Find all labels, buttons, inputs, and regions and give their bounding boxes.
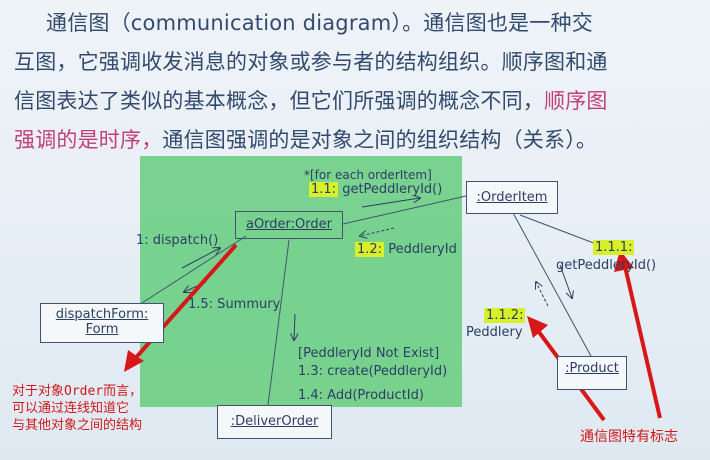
highlight-panel — [140, 156, 462, 407]
object-product: :Product — [557, 356, 627, 390]
arrow-1-2 — [360, 227, 395, 236]
intro-paragraph: 通信图（communication diagram）。通信图也是一种交 互图，它… — [14, 4, 704, 160]
link-order-orderitem — [342, 195, 467, 225]
paragraph-line-3-normal: 信图表达了类似的基本概念，但它们所强调的概念不同， — [14, 89, 544, 113]
object-orderitem-label: :OrderItem — [476, 190, 548, 205]
message-1-1-number: 1.1: — [309, 182, 339, 197]
paragraph-line-2: 互图，它强调收发消息的对象或参与者的结构组织。顺序图和通 — [14, 50, 608, 74]
object-deliverorder-label: :DeliverOrder — [230, 414, 319, 429]
message-1-1-2-number: 1.1.2: — [484, 308, 526, 323]
link-order-dispatchform — [127, 235, 247, 313]
arrow-1-1-1 — [559, 264, 572, 298]
paragraph-line-4-emphasis: 强调的是时序， — [14, 128, 163, 152]
arrow-1 — [181, 248, 220, 269]
message-1-2: 1.2: PeddleryId — [355, 242, 457, 257]
annotation-left: 对于对象Order而言， 可以通过连线知道它 与其他对象之间的结构 — [12, 383, 142, 434]
message-1-1: 1.1: getPeddleryId() — [309, 182, 442, 197]
annotation-right: 通信图特有标志 — [580, 429, 678, 445]
paragraph-line-4-normal: 通信图强调的是对象之间的组织结构（关系）。 — [162, 128, 598, 152]
link-orderitem-product — [511, 210, 593, 359]
message-1-1-1-number-text: 1.1.1: — [593, 240, 635, 255]
arrow-1-3 — [294, 313, 295, 340]
object-order: aOrder:Order — [235, 211, 343, 239]
object-dispatchform: dispatchForm: Form — [40, 303, 164, 343]
object-deliverorder: :DeliverOrder — [217, 405, 332, 439]
arrow-1-1 — [361, 198, 420, 208]
annotation-left-line1: 对于对象Order而言， — [12, 384, 143, 399]
message-1-1-2-number-text: 1.1.2: — [484, 308, 526, 323]
message-1-1-1-text: getPeddleryId() — [556, 258, 657, 273]
red-arrowhead-right — [614, 250, 634, 272]
object-orderitem: :OrderItem — [466, 181, 558, 214]
paragraph-line-3-emphasis: 顺序图 — [544, 89, 608, 113]
paragraph-line-1: 通信图（communication diagram）。通信图也是一种交 — [46, 11, 593, 35]
message-1-1-guard: *[for each orderItem] — [304, 168, 432, 182]
link-order-deliverorder — [267, 239, 290, 406]
message-1-5: 1.5: Summury — [188, 297, 281, 312]
arrow-1-1-2 — [536, 282, 549, 307]
annotation-left-line2: 可以通过连线知道它 — [12, 401, 130, 416]
message-1-4: 1.4: Add(ProductId) — [298, 388, 424, 403]
object-dispatchform-line1: dispatchForm: — [55, 307, 149, 322]
message-1-3-guard: [PeddleryId Not Exist] — [298, 346, 440, 361]
message-1-1-text: getPeddleryId() — [342, 182, 443, 197]
object-product-label: :Product — [565, 361, 619, 376]
paragraph-line-3: 信图表达了类似的基本概念，但它们所强调的概念不同，顺序图 — [14, 82, 704, 121]
message-1-1-2-text: Peddlery — [466, 325, 523, 340]
annotation-left-line3: 与其他对象之间的结构 — [12, 418, 143, 433]
message-1-2-number: 1.2: — [355, 242, 385, 257]
red-arrowhead-mid — [527, 316, 548, 338]
object-order-label: aOrder:Order — [245, 217, 332, 232]
message-1-2-text: PeddleryId — [388, 242, 457, 257]
message-1: 1: dispatch() — [136, 233, 219, 248]
red-arrowhead-left — [124, 350, 144, 372]
paragraph-line-4: 强调的是时序，通信图强调的是对象之间的组织结构（关系）。 — [14, 121, 704, 160]
red-arrow-right — [622, 261, 662, 419]
message-1-1-1-number: 1.1.1: — [593, 240, 635, 255]
message-1-3: 1.3: create(PeddleryId) — [298, 364, 448, 379]
object-dispatchform-line2: Form — [85, 322, 119, 337]
